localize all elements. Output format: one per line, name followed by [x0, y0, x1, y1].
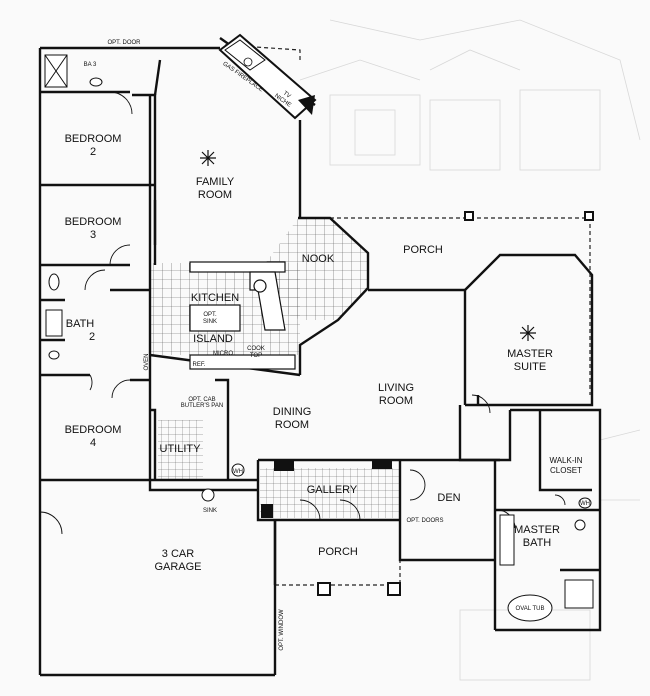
bath-2-number: 2 [89, 331, 95, 343]
door-swings [39, 91, 566, 535]
opt-sink-line2: SINK [203, 319, 217, 325]
walkin-closet-line1: WALK-IN [549, 456, 582, 465]
opt-cab-line2: BUTLER'S PAN [181, 403, 223, 409]
den-label: DEN [437, 492, 460, 504]
ceiling-fans [200, 150, 536, 341]
wh-label: WH [233, 469, 243, 475]
family-room-line1: FAMILY [196, 176, 235, 188]
bedroom-3-line2: 3 [90, 229, 96, 241]
dining-room-line2: ROOM [275, 419, 309, 431]
rear-porch-label: PORCH [403, 244, 443, 256]
bedroom-4-line1: BEDROOM [65, 424, 122, 436]
opt-cab-line1: OPT. CAB [188, 397, 215, 403]
kitchen-counters [189, 261, 296, 370]
wh-master-label: WH [580, 501, 590, 507]
utility-tile [158, 420, 203, 480]
living-room-line2: ROOM [379, 395, 413, 407]
gallery-label: GALLERY [307, 484, 358, 496]
sink-label: SINK [203, 508, 217, 514]
fireplace-block [218, 33, 317, 120]
bedroom-2-line2: 2 [90, 146, 96, 158]
family-room-line2: ROOM [198, 189, 232, 201]
tile-floors [150, 218, 400, 518]
dining-room-line1: DINING [273, 406, 312, 418]
ref-label: REF. [192, 362, 205, 368]
nook-label: NOOK [302, 253, 335, 265]
opt-sink-label: OPT.SINK [203, 312, 217, 325]
front-porch-label: PORCH [318, 546, 358, 558]
bath-fixtures [44, 54, 594, 622]
opt-doors-label: OPT. DOORS [406, 518, 443, 524]
oval-tub-label: OVAL TUB [516, 606, 545, 612]
garage-line2: GARAGE [154, 561, 201, 573]
bedroom-2-line1: BEDROOM [65, 133, 122, 145]
garage-line1: 3 CAR [162, 548, 194, 560]
island-label: ISLAND [193, 333, 233, 345]
ba3-label: BA 3 [84, 62, 97, 68]
posts [261, 211, 594, 596]
micro-label: MICRO [213, 351, 233, 357]
walkin-closet-line2: CLOSET [550, 466, 582, 475]
master-suite-line1: MASTER [507, 348, 553, 360]
kitchen-label: KITCHEN [191, 292, 239, 304]
background-elevation-sketch [299, 19, 641, 681]
bedroom-3-line1: BEDROOM [65, 216, 122, 228]
cook-top-line1: COOK [247, 346, 265, 352]
opt-sink-line1: OPT. [203, 312, 217, 318]
oven-label: OVEN [144, 353, 150, 370]
master-bath-line2: BATH [523, 537, 552, 549]
living-room-line1: LIVING [378, 382, 414, 394]
opt-door-label: OPT. DOOR [107, 40, 141, 46]
utility-label: UTILITY [160, 443, 202, 455]
opt-window-label: OPT. WINDOW [279, 609, 285, 651]
bath-2-label: BATH [66, 318, 95, 330]
tv-niche-line1: TV [282, 91, 292, 100]
master-suite-line2: SUITE [514, 361, 546, 373]
master-bath-line1: MASTER [514, 524, 560, 536]
bedroom-4-line2: 4 [90, 437, 96, 449]
walls [38, 37, 602, 677]
cook-top-line2: TOP [250, 353, 262, 359]
gallery-tile [260, 468, 400, 518]
